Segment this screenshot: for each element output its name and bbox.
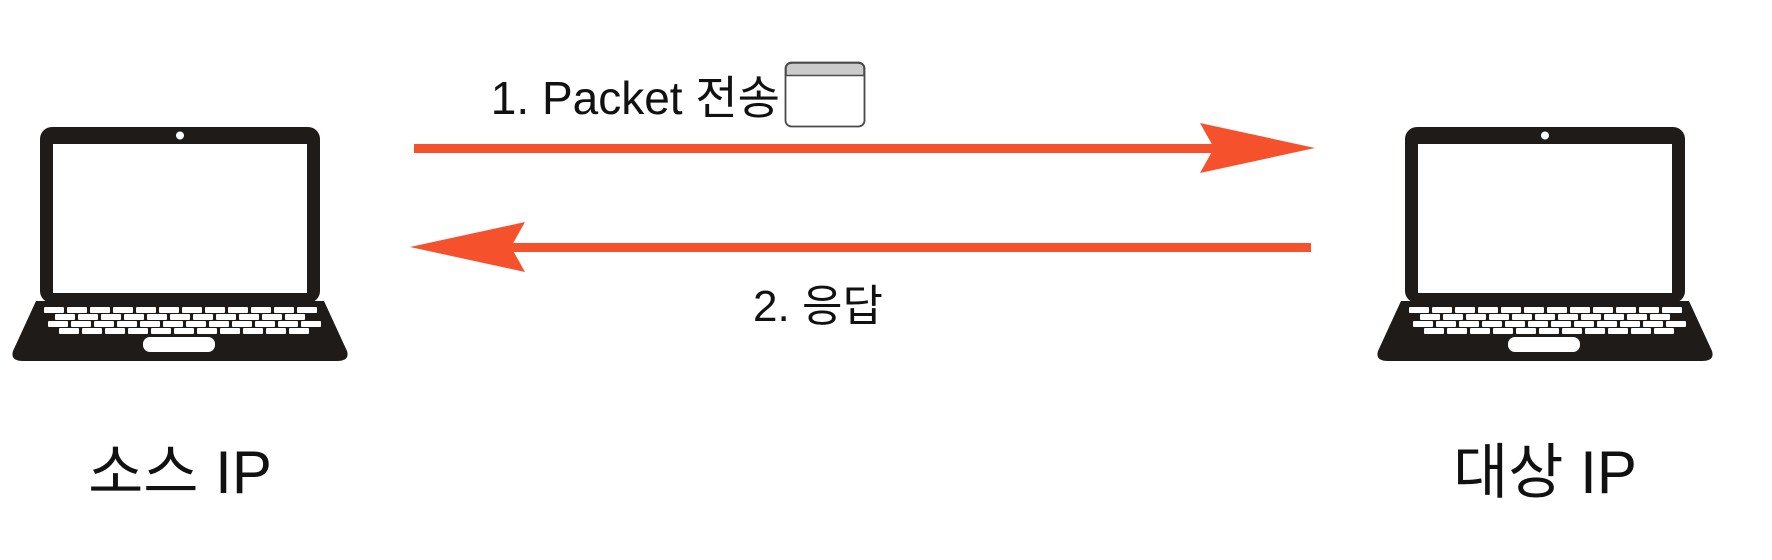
target-ip-label: 대상 IP (1453, 439, 1637, 506)
source-ip-label: 소스 IP (88, 439, 272, 506)
packet-send-label: 1. Packet 전송 (490, 72, 780, 124)
response-arrow (410, 222, 1311, 272)
request-arrow (414, 123, 1315, 173)
source-laptop-icon (12, 127, 348, 361)
target-laptop-icon (1377, 127, 1713, 361)
response-label: 2. 응답 (753, 282, 883, 331)
packet-window-icon (784, 61, 866, 128)
